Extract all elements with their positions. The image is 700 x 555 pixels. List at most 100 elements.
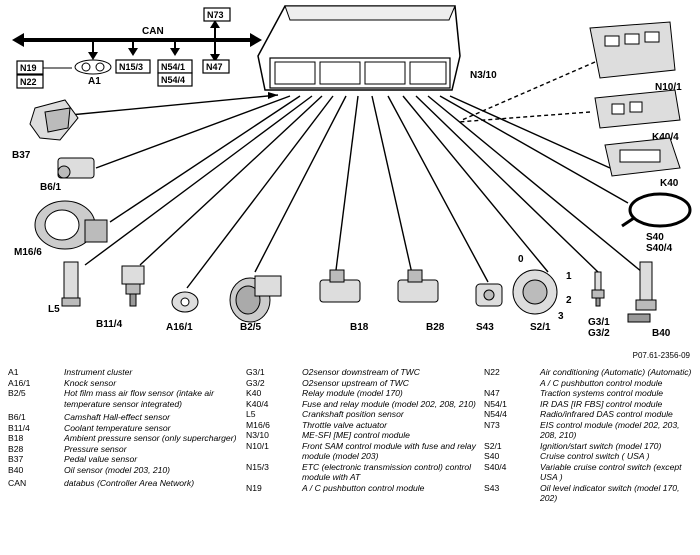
ign-1-label: 1 [566,271,572,282]
legend-description: Radio/infrared DAS control module [540,409,673,419]
legend-description: Air conditioning (Automatic) (Automatic)… [540,367,692,388]
line-arrows [268,92,278,99]
legend-code: N19 [246,482,262,493]
legend-code: N54/1 [484,398,507,409]
legend-description: O2sensor downstream of TWC [302,367,420,377]
n19-box: N19 [16,60,44,75]
ecu-label: N3/10 [470,70,497,81]
legend-code: B37 [8,454,24,464]
legend-code: G3/2 [246,377,265,388]
sam-module-icon: N10/1 [589,21,682,93]
figure-code: P07.61-2356-09 [632,351,690,360]
s2-1-label: S2/1 [530,322,551,333]
legend-code: S2/1 [484,440,502,451]
oil-level-switch-icon: S43 [475,283,503,333]
legend-entry: L5 Crankshaft position sensor [246,409,478,420]
s40-4-label: S40/4 [646,243,673,254]
throttle-valve-icon: M16/6 [14,200,108,258]
legend-entry: S2/1 Ignition/start switch (model 170) [484,441,692,452]
n54-box: N54/1 N54/4 [157,59,193,87]
legend-description: Oil sensor (model 203, 210) [64,464,171,475]
legend-entry: N47 Traction systems control module [484,388,692,399]
can-bus: CAN [12,20,262,62]
legend-description: Crankshaft position sensor [302,409,404,419]
legend-code: M16/6 [246,419,270,430]
legend-description: Pressure sensor [64,443,127,454]
n22-box: N22 [16,74,44,89]
legend-code: N22 [484,367,500,377]
legend-description: A / C pushbutton control module [302,482,425,493]
legend-description: Ambient pressure sensor (only supercharg… [64,433,237,443]
signal-lines [69,61,643,289]
cruise-control-switch-icon: S40 S40/4 [621,192,692,254]
legend-entry: B18 Ambient pressure sensor (only superch… [8,433,246,444]
legend-description: EIS control module (model 202, 203, 208,… [540,419,680,441]
legend-code: B28 [8,443,24,454]
legend-description: Oil level indicator switch (model 170, 2… [540,482,680,504]
relay-module-icon: K40 [604,137,681,189]
legend-entry: A16/1 Knock sensor [8,378,246,389]
ign-3-label: 3 [558,311,564,322]
coolant-sensor-icon: B11/4 [96,265,145,330]
legend-code: B11/4 [8,422,30,433]
pedal-sensor-icon: B37 [12,99,79,161]
n54-4-label: N54/4 [161,75,185,85]
b2-5-label: B2/5 [240,322,262,333]
instrument-cluster-icon: A1 [74,59,112,87]
b37-label: B37 [12,150,31,161]
k40-4-label: K40/4 [652,132,679,143]
legend-description: IR DAS [IR FBS] control module [540,398,663,409]
o2-sensor-icon: G3/1 G3/2 [588,271,610,339]
legend-code: B6/1 [8,412,26,422]
legend-code: S40/4 [484,461,507,472]
n15-3-label: N15/3 [119,62,143,72]
legend-code: B40 [8,464,24,475]
legend-entry: M16/6 Throttle valve actuator [246,420,478,431]
fuse-relay-module-icon: K40/4 [594,89,681,143]
legend-code: B18 [8,433,24,443]
legend-code: L5 [246,409,256,419]
legend-description: ETC (electronic transmission control) co… [302,461,472,483]
n47-box: N47 [202,59,230,74]
camshaft-sensor-icon: B6/1 [40,157,95,193]
legend-description: Variable cruise control switch (except U… [540,461,682,483]
k40-label: K40 [660,178,679,189]
g3-1-label: G3/1 [588,317,610,328]
pressure-sensor-icon: B28 [397,269,445,333]
b28-label: B28 [426,322,445,333]
legend-description: Ignition/start switch (model 170) [540,440,662,451]
legend-entry: N54/1 IR DAS [IR FBS] control module [484,399,692,410]
legend-entry: S40/4 Variable cruise control switch (exc… [484,462,692,483]
legend-entry: B28 Pressure sensor [8,444,246,455]
legend-code: A16/1 [8,377,31,388]
legend-description: Relay module (model 170) [302,388,403,398]
legend-code: N47 [484,388,500,398]
legend-description: Traction systems control module [540,388,664,398]
oil-sensor-icon: B40 [627,261,671,339]
b6-1-label: B6/1 [40,182,62,193]
n22-label: N22 [20,77,37,87]
legend-code: N15/3 [246,461,269,472]
legend-description: databus (Controller Area Network) [64,478,195,488]
legend-description: Knock sensor [64,377,117,388]
legend-code: N73 [484,419,500,430]
legend-description: Throttle valve actuator [302,419,388,430]
n54-1-label: N54/1 [161,62,185,72]
n19-label: N19 [20,63,37,73]
legend-description: ME-SFI [ME] control module [302,430,410,440]
ign-0-label: 0 [518,254,524,265]
legend-code: B2/5 [8,388,26,398]
legend-entry: B40 Oil sensor (model 203, 210) [8,465,246,476]
ign-2-label: 2 [566,295,572,306]
legend-code: K40 [246,388,262,398]
g3-2-label: G3/2 [588,328,610,339]
legend-code: G3/1 [246,367,265,377]
